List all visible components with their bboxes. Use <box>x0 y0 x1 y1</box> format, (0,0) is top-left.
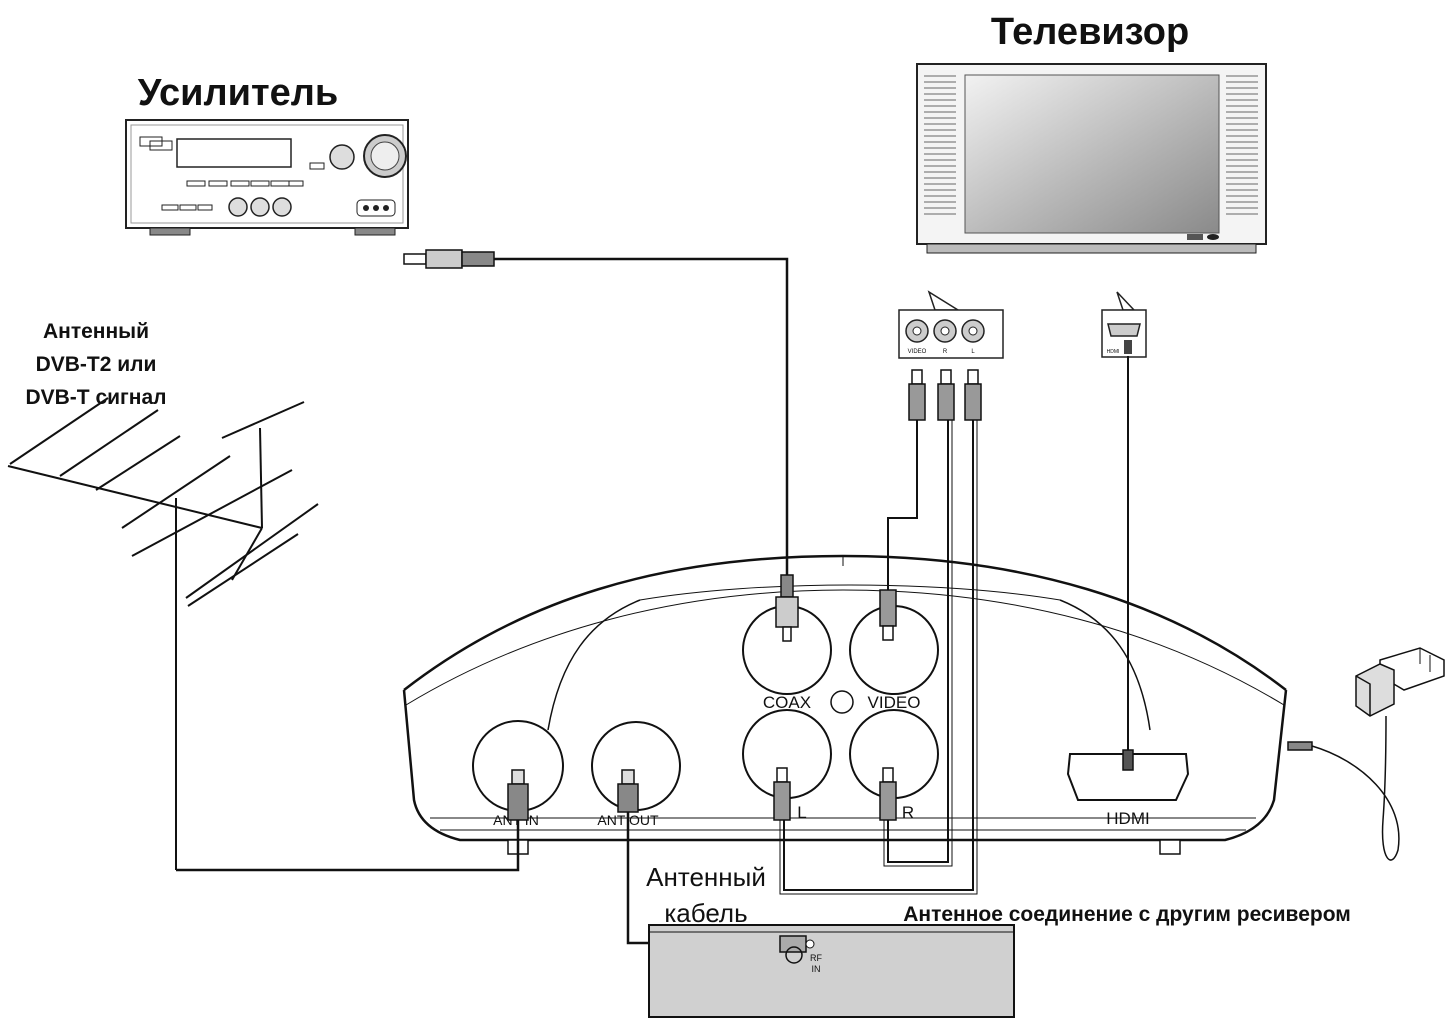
loop-through-label: Антенное соединение с другим ресивером <box>903 903 1351 926</box>
television <box>916 63 1267 254</box>
tv-panel-hdmi-label: HDMI <box>1107 349 1120 355</box>
receiver-ports <box>472 605 1190 812</box>
hdmi-port <box>1066 753 1190 801</box>
amplifier-title: Усилитель <box>138 72 338 114</box>
tv-av-panel <box>898 290 1004 359</box>
tv-panel-l-label: L <box>971 349 975 355</box>
tv-hdmi-panel <box>1101 291 1147 358</box>
port-label-coax: COAX <box>763 693 811 712</box>
antenna-label-line3: DVB-T сигнал <box>25 386 166 409</box>
port-label-r: R <box>902 803 914 822</box>
tv-panel-r-label: R <box>943 349 948 355</box>
tv-title: Телевизор <box>991 11 1189 53</box>
port-label-video: VIDEO <box>868 693 921 712</box>
antenna-label-line1: Антенный <box>43 320 149 343</box>
cable-label-line2: кабель <box>664 898 747 928</box>
tv-panel-video-label: VIDEO <box>908 349 927 355</box>
amplifier <box>125 119 409 236</box>
rf-in-label-line2: IN <box>812 964 821 974</box>
power-adapter <box>1287 647 1445 751</box>
antenna <box>7 397 319 870</box>
cable-label-line1: Антенный <box>646 862 766 892</box>
port-label-l: L <box>797 803 806 822</box>
receiver <box>402 554 1288 855</box>
second-receiver <box>648 924 1015 1018</box>
plugs <box>403 249 1134 821</box>
port-label-hdmi: HDMI <box>1106 809 1149 828</box>
rf-in-label-line1: RF <box>810 953 822 963</box>
antenna-label-line2: DVB-T2 или <box>36 353 157 376</box>
ir-sensor <box>830 690 854 714</box>
